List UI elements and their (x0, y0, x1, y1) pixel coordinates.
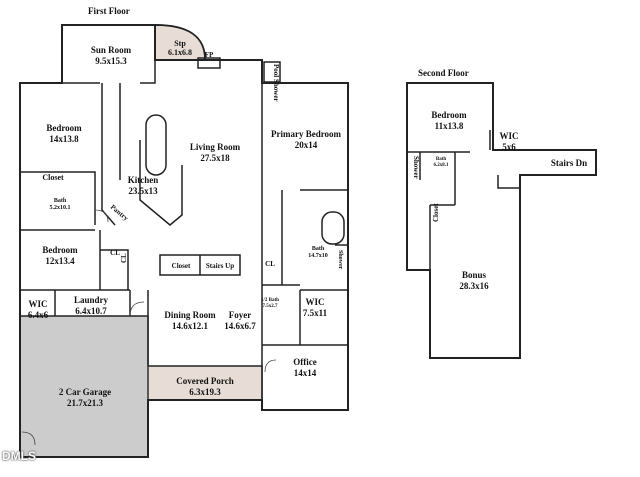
stairs-up-label: Stairs Up (205, 262, 235, 270)
stairs-down-label: Stairs Dn (550, 158, 588, 168)
sf-shower-label: Shower (412, 156, 420, 179)
second-floor-title: Second Floor (418, 68, 469, 78)
stp-fill (156, 26, 204, 59)
garage-fill (21, 316, 147, 456)
cl-label-1: CL (110, 249, 120, 257)
first-floor-title: First Floor (88, 6, 130, 16)
pool-shower-label: Pool Shower (272, 64, 280, 102)
cl-label-2: CL (120, 253, 128, 263)
stp-arc (154, 24, 206, 61)
shower-label: Shower (337, 250, 343, 270)
closet-label-2: Closet (171, 262, 191, 270)
closet-label: Closet (42, 173, 64, 182)
cl-label-3: CL (265, 260, 275, 268)
first-floor-outline (19, 24, 349, 458)
sf-closet-label: Closet (432, 203, 440, 222)
second-floor-outline (406, 82, 597, 359)
fireplace-label: FP (204, 51, 214, 59)
porch-fill (149, 366, 261, 399)
watermark-logo: DMLS (2, 449, 36, 463)
